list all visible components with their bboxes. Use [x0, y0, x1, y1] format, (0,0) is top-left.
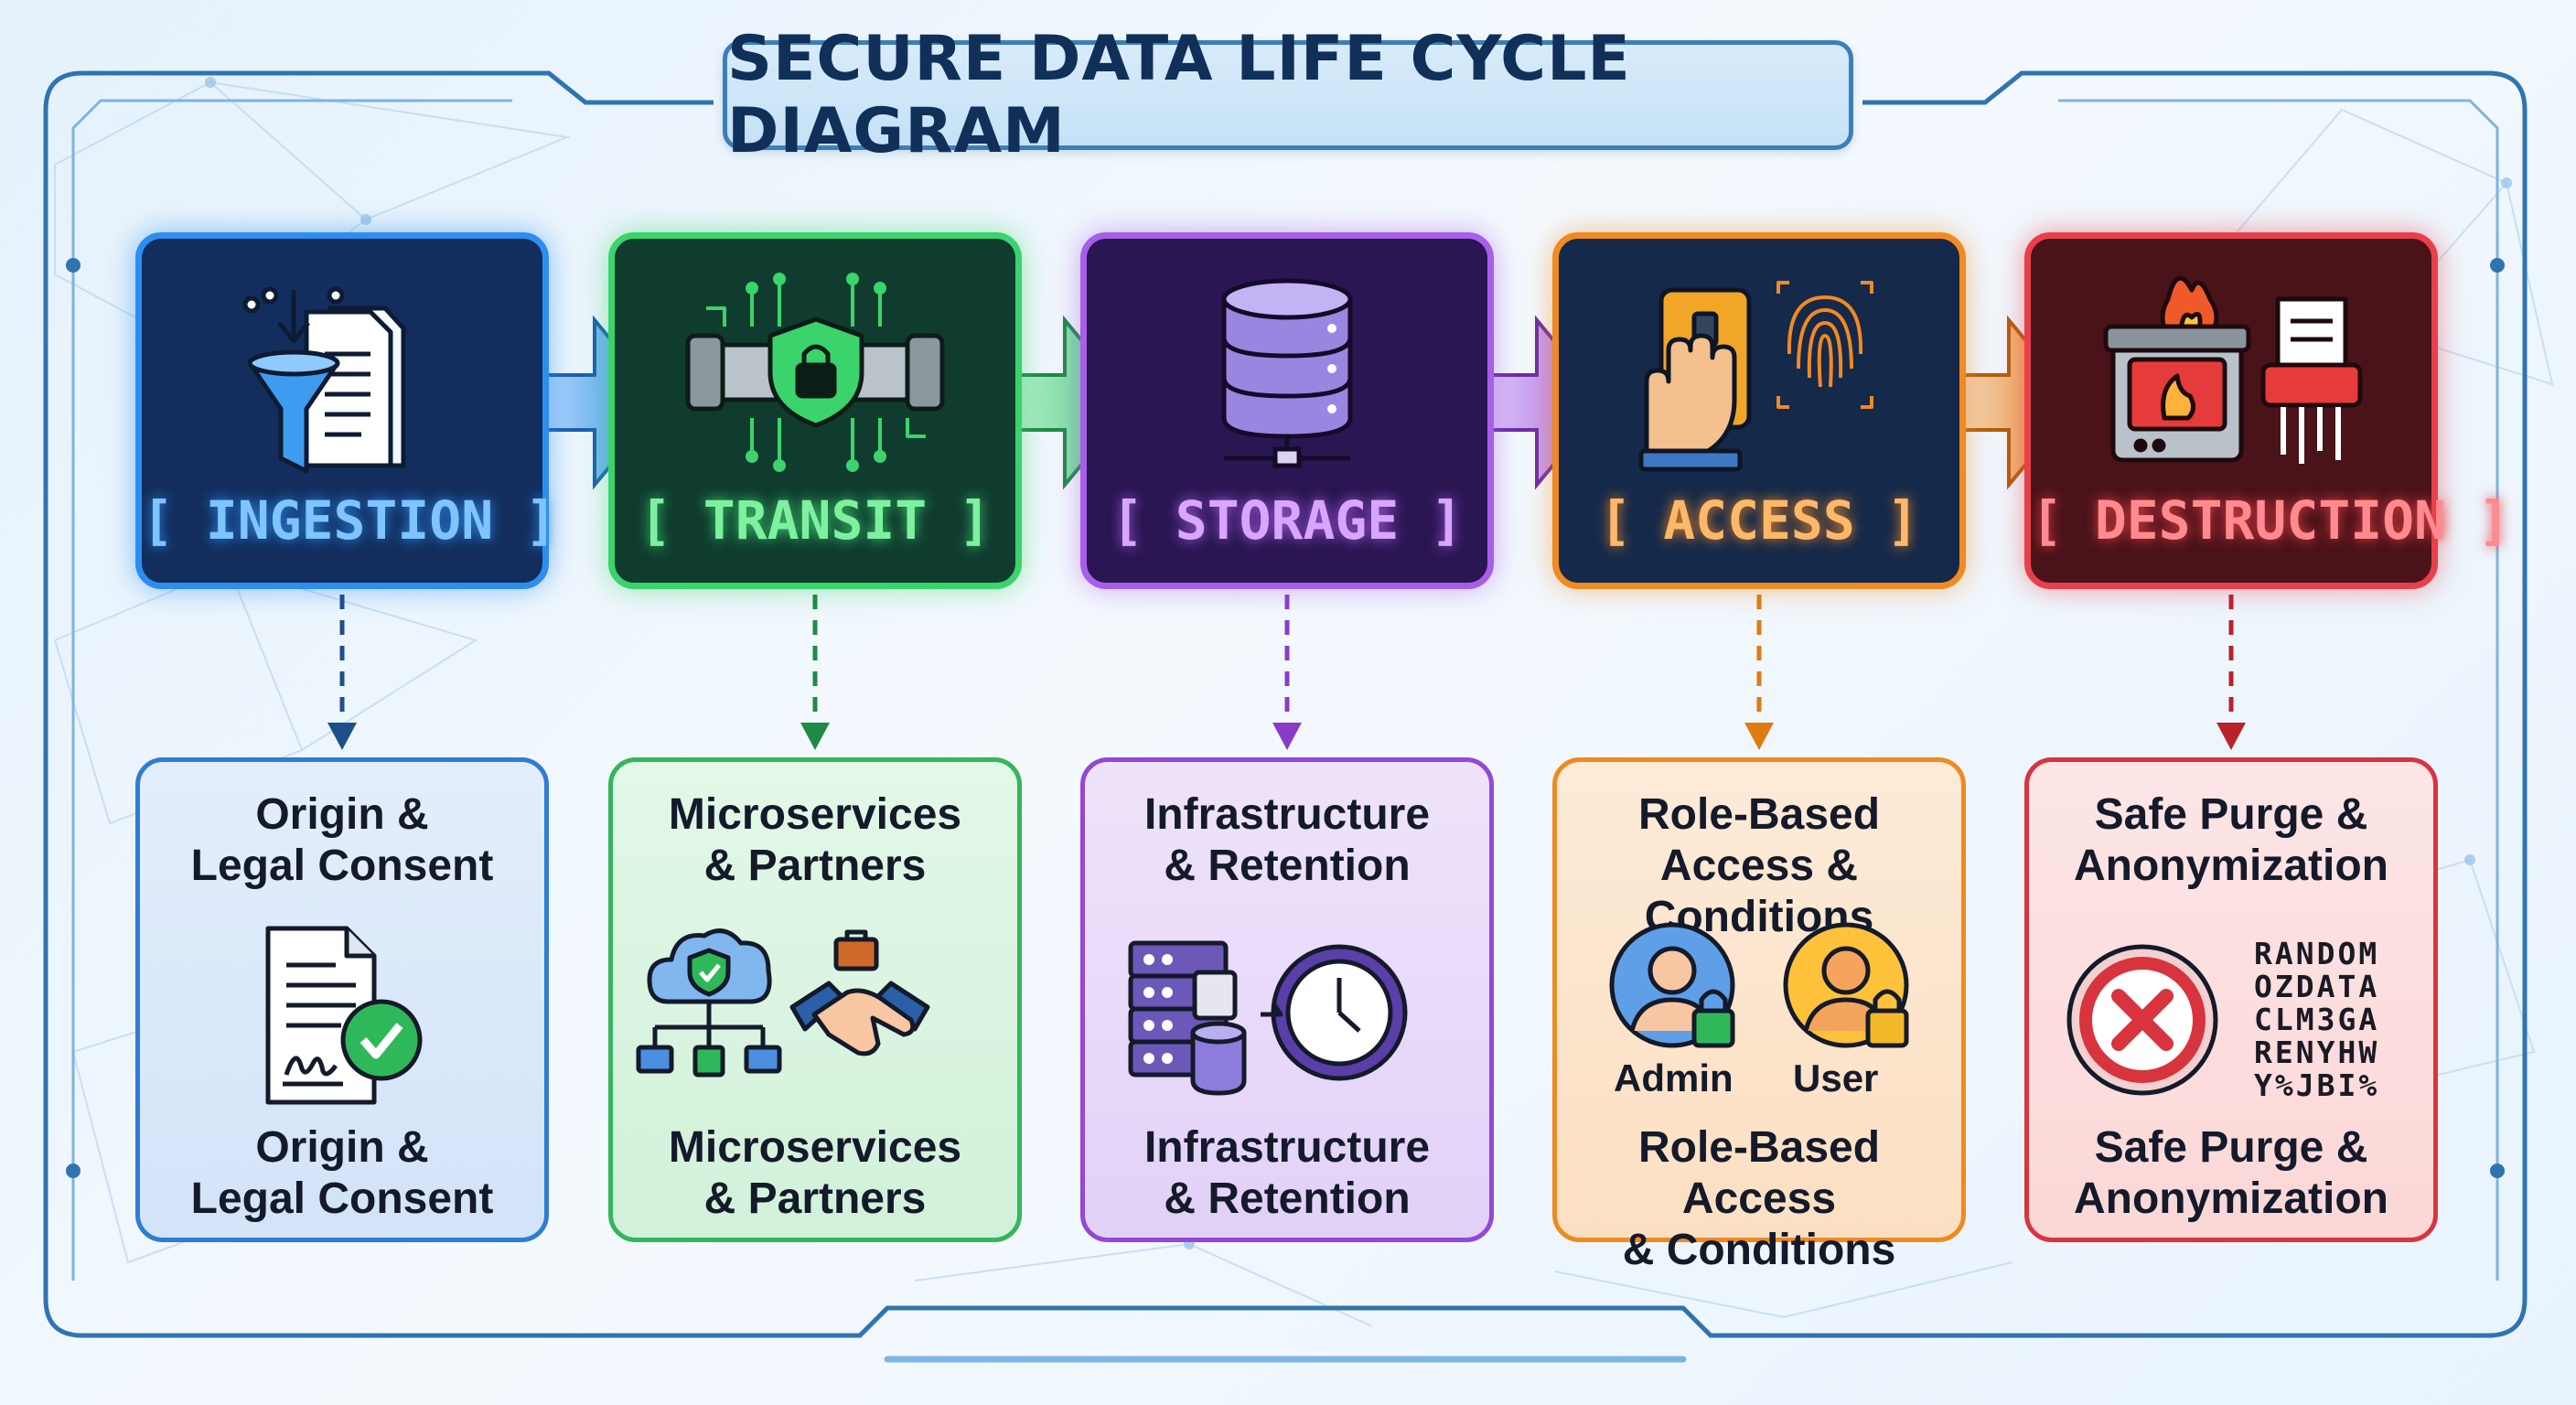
- stage-destruction: [ DESTRUCTION ]: [2024, 232, 2510, 589]
- card-fingerprint-icon: [1638, 281, 1873, 472]
- diagram-title: SECURE DATA LIFE CYCLE DIAGRAM: [727, 23, 1631, 167]
- random-line: RANDOM: [2254, 936, 2380, 971]
- stage-label: [ DESTRUCTION ]: [2031, 489, 2510, 552]
- detail-caption: Safe Purge & Anonymization: [2074, 1123, 2388, 1223]
- server-clock-icon: [1128, 940, 1408, 1096]
- stage-transit: [ TRANSIT ]: [608, 232, 1022, 589]
- random-line: CLM3GA: [2254, 1002, 2380, 1037]
- random-line: Y%JBI%: [2254, 1067, 2380, 1103]
- incinerator-shredder-icon: [2103, 275, 2363, 464]
- stage-label: [ ACCESS ]: [1599, 489, 1919, 552]
- detail-transit: Microservices & Partners Microservices &…: [608, 757, 1022, 1242]
- funnel-document-icon: [242, 286, 406, 473]
- detail-heading: Infrastructure & Retention: [1143, 790, 1431, 890]
- diagram-title-box: SECURE DATA LIFE CYCLE DIAGRAM: [723, 23, 1853, 167]
- random-line: RENYHW: [2254, 1035, 2380, 1070]
- random-data-block: RANDOM OZDATA CLM3GA RENYHW Y%JBI%: [2254, 938, 2428, 1102]
- connector-5: [2216, 595, 2246, 750]
- detail-ingestion: Origin & Legal Consent Origin & Legal Co…: [135, 757, 549, 1242]
- role-admin-label: Admin: [1614, 1056, 1733, 1099]
- stage-storage: [ STORAGE ]: [1080, 232, 1494, 589]
- stage-label: [ INGESTION ]: [142, 489, 557, 552]
- connector-1: [327, 595, 357, 750]
- connector-3: [1272, 595, 1302, 750]
- detail-heading: Origin & Legal Consent: [190, 790, 494, 890]
- detail-heading: Safe Purge & Anonymization: [2074, 790, 2388, 890]
- stage-label: [ TRANSIT ]: [639, 489, 992, 552]
- secure-pipe-icon: [685, 273, 945, 472]
- detail-destruction: Safe Purge & Anonymization RANDOM OZDATA…: [2024, 757, 2438, 1242]
- detail-access: Role-Based Access & Conditions Admin Use…: [1552, 757, 1966, 1274]
- delete-circle-icon: [2066, 944, 2218, 1096]
- signed-document-icon: [265, 926, 423, 1105]
- stage-ingestion: [ INGESTION ]: [135, 232, 557, 589]
- detail-caption: Role-Based Access & Conditions: [1622, 1123, 1896, 1274]
- connector-4: [1744, 595, 1774, 750]
- detail-caption: Origin & Legal Consent: [190, 1123, 494, 1223]
- detail-storage: Infrastructure & Retention Infrastructur…: [1080, 757, 1494, 1242]
- stage-label: [ STORAGE ]: [1111, 489, 1464, 552]
- role-user-label: User: [1793, 1056, 1879, 1099]
- cloud-network-handshake-icon: [636, 928, 930, 1078]
- detail-caption: Microservices & Partners: [668, 1123, 962, 1223]
- detail-caption: Infrastructure & Retention: [1143, 1123, 1431, 1223]
- stage-access: [ ACCESS ]: [1552, 232, 1966, 589]
- detail-heading: Microservices & Partners: [668, 790, 962, 890]
- connector-2: [800, 595, 830, 750]
- random-line: OZDATA: [2254, 969, 2380, 1004]
- database-server-icon: [1221, 278, 1353, 468]
- user-lock-icon: [1609, 922, 1909, 1048]
